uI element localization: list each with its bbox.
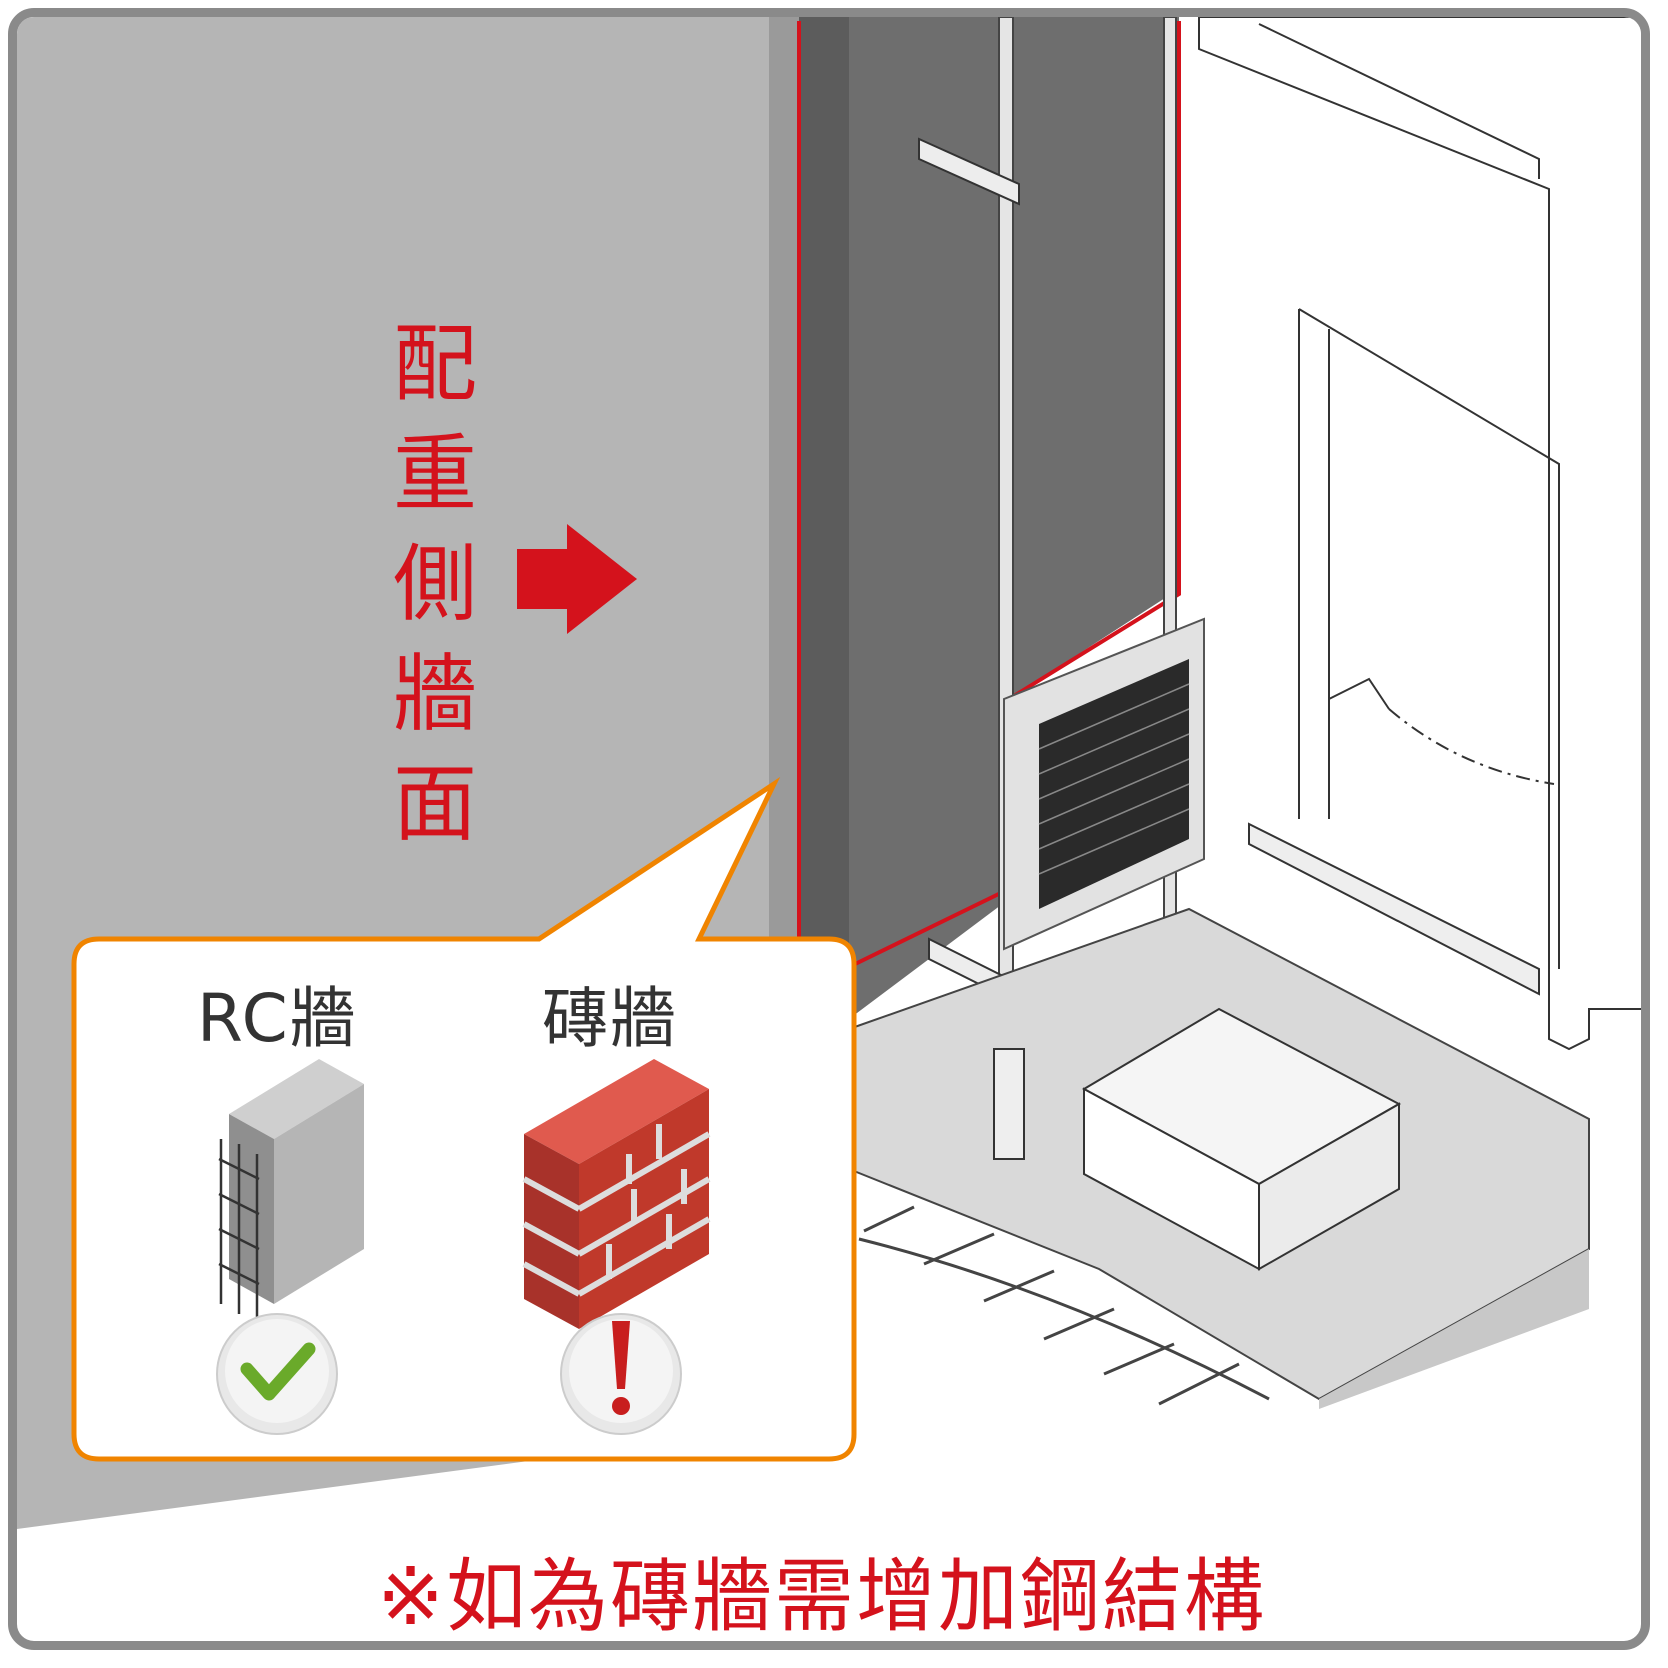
side-label-char: 側 [392,535,477,633]
rc-wall-icon [218,1059,364,1319]
illustration-frame: 配 重 側 牆 面 RC牆 磚牆 ※如為磚牆需增加鋼結構 [8,8,1650,1650]
elevator-shaft-scene [17,17,1641,1529]
right-arrow-icon [517,524,637,634]
side-label-char: 配 [392,315,477,413]
side-label-char: 重 [392,425,477,523]
counterweight-side-wall-label: 配 重 側 牆 面 [385,309,485,859]
side-label-char: 牆 [392,645,477,743]
brick-wall-icon [522,1059,711,1329]
counterweight-wall [799,17,1179,1019]
footnote: ※如為磚牆需增加鋼結構 [377,1550,1267,1643]
brick-wall-title: 磚牆 [542,980,678,1057]
side-label-char: 面 [392,755,477,853]
rc-wall-title: RC牆 [197,980,358,1057]
check-icon [216,1313,338,1435]
warning-icon [560,1313,682,1435]
